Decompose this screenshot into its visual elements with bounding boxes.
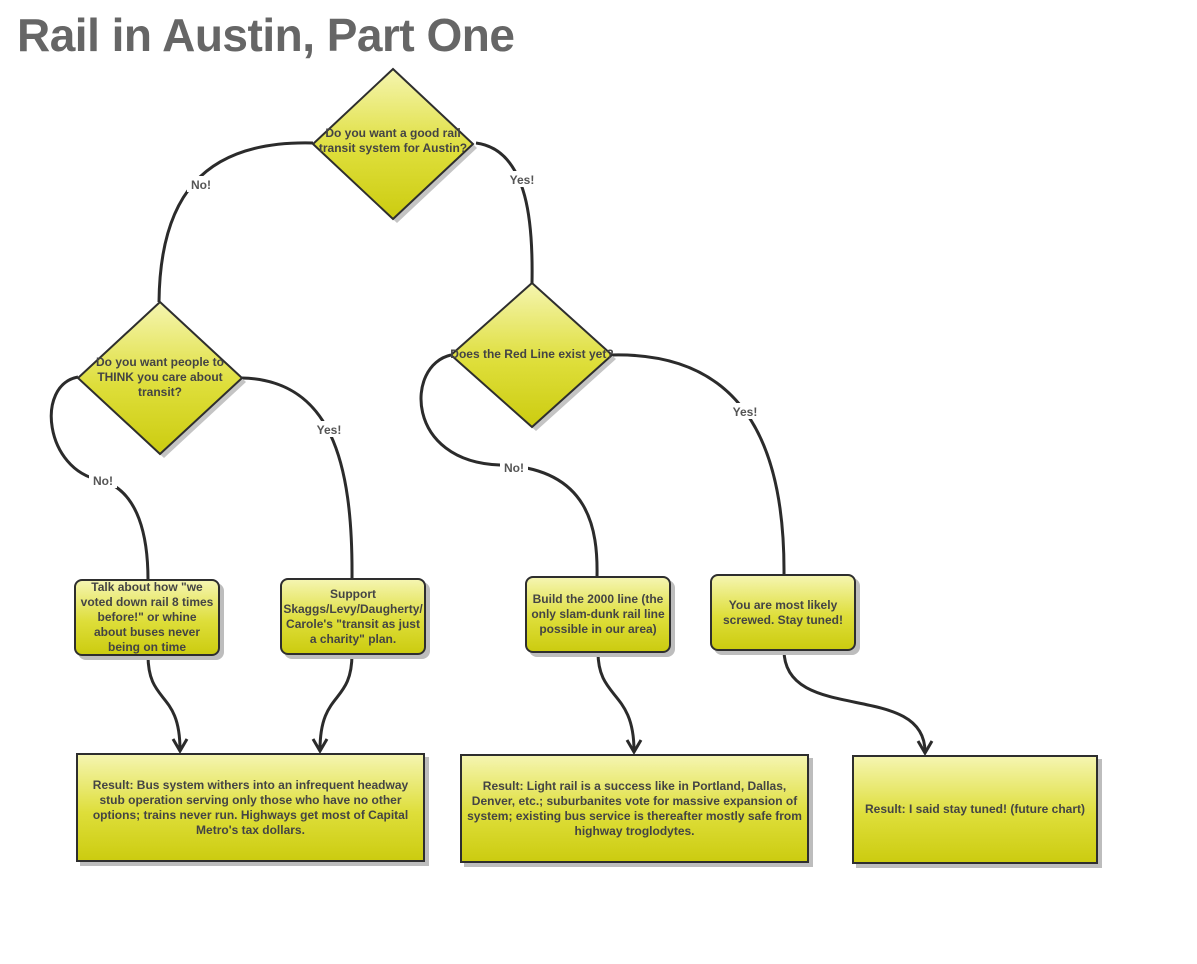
action-box-text: Support Skaggs/Levy/Daugherty/ Carole's … (283, 586, 423, 646)
result-box-text: Result: I said stay tuned! (future chart… (864, 802, 1086, 816)
edge-label-yes: Yes! (317, 423, 342, 437)
result-box-light-rail: Result: Light rail is a success like in … (460, 754, 809, 863)
edge-a4-r3 (782, 649, 927, 753)
edge-q3-no (419, 353, 599, 578)
page-title: Rail in Austin, Part One (17, 9, 515, 61)
edge-q1-no (157, 141, 314, 303)
action-box-talk: Talk about how "we voted down rail 8 tim… (74, 579, 220, 656)
edge-q1-yes (475, 141, 534, 284)
action-box-text: Talk about how "we voted down rail 8 tim… (80, 580, 214, 654)
decision-q2 (76, 300, 244, 456)
action-box-screwed: You are most likely screwed. Stay tuned! (710, 574, 856, 651)
arrow-head (171, 738, 189, 754)
decision-q1-text: Do you want a good rail transit system f… (318, 126, 468, 155)
decision-q3-text: Does the Red Line exist yet? (450, 347, 614, 361)
edge-label-yes: Yes! (510, 173, 535, 187)
action-box-support: Support Skaggs/Levy/Daugherty/ Carole's … (280, 578, 426, 655)
arrow-head (625, 739, 643, 755)
result-box-text: Result: Light rail is a success like in … (467, 778, 802, 838)
action-box-build: Build the 2000 line (the only slam-dunk … (525, 576, 671, 653)
decision-q1 (311, 67, 475, 221)
result-box-stay-tuned: Result: I said stay tuned! (future chart… (852, 755, 1098, 864)
edge-label-no: No! (93, 474, 113, 488)
action-box-text: You are most likely screwed. Stay tuned! (722, 597, 844, 627)
edge-label-no: No! (191, 178, 211, 192)
decision-q2-text: Do you want people to THINK you care abo… (96, 355, 224, 399)
edge-label-yes: Yes! (733, 405, 758, 419)
action-box-text: Build the 2000 line (the only slam-dunk … (531, 592, 665, 636)
decision-q3 (449, 281, 614, 429)
result-box-text: Result: Bus system withers into an infre… (92, 777, 409, 837)
edge-a3-r2 (596, 651, 636, 752)
edge-label-no: No! (504, 461, 524, 475)
edge-q3-yes (611, 353, 786, 576)
arrow-head (916, 740, 934, 756)
edge-a2-r1 (318, 653, 354, 751)
edge-q2-yes (241, 376, 354, 580)
result-box-bus: Result: Bus system withers into an infre… (76, 753, 425, 862)
edge-a1-r1 (146, 654, 182, 751)
arrow-head (311, 738, 329, 754)
